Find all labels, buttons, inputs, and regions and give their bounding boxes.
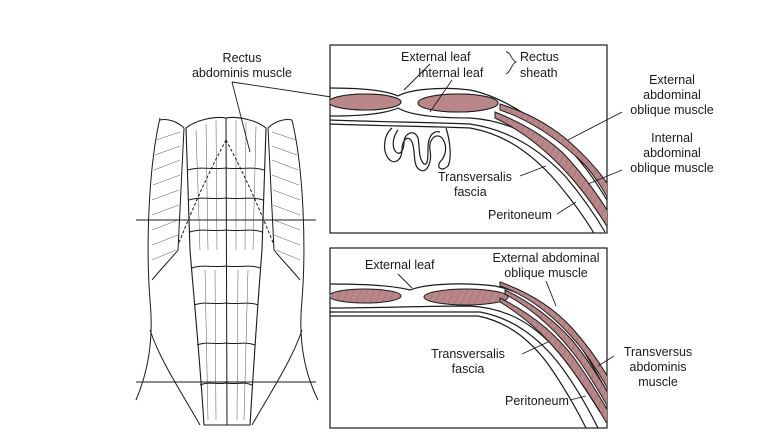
bottom-ext-oblique-label-2: oblique muscle — [504, 266, 587, 280]
top-int-oblique-label-3: oblique muscle — [630, 161, 713, 175]
bottom-transversus-label-3: muscle — [638, 375, 678, 389]
bottom-panel-cross-section — [330, 281, 607, 428]
torso-illustration — [135, 116, 319, 426]
top-panel-cross-section — [330, 87, 607, 233]
rectus-leader-line-2 — [231, 81, 339, 99]
rectus-abdominis-label-2: abdominis muscle — [192, 66, 292, 80]
bottom-transversus-leader — [597, 355, 615, 367]
top-int-oblique-leader — [587, 169, 623, 185]
top-ext-oblique-label-1: External — [649, 73, 695, 87]
top-transversalis-label-2: fascia — [454, 185, 487, 199]
bottom-transversalis-label-2: fascia — [452, 362, 485, 376]
rectus-sheath-label-2: sheath — [520, 66, 558, 80]
bottom-ext-oblique-leader — [545, 280, 557, 307]
top-ext-oblique-label-2: abdominal — [643, 88, 701, 102]
top-int-oblique-label-1: Internal — [651, 131, 693, 145]
top-peritoneum-label: Peritoneum — [488, 208, 552, 222]
top-peritoneum-leader — [556, 201, 577, 215]
bottom-external-leaf-leader — [397, 273, 413, 289]
top-internal-leaf-label: Internal leaf — [418, 66, 484, 80]
bottom-transversus-label-1: Transversus — [624, 345, 692, 359]
bottom-peritoneum-leader — [569, 395, 587, 401]
bottom-transversalis-label-1: Transversalis — [431, 347, 505, 361]
bottom-external-leaf-label: External leaf — [365, 258, 435, 272]
top-internal-leaf-leader — [429, 79, 453, 113]
bottom-ext-oblique-label-1: External abdominal — [492, 251, 599, 265]
rectus-abdominis-label-1: Rectus — [223, 51, 262, 65]
bottom-transversus-label-2: abdominis — [630, 360, 687, 374]
rectus-sheath-brace — [505, 51, 518, 75]
top-external-leaf-leader — [403, 63, 431, 91]
top-ext-oblique-leader — [567, 111, 623, 141]
top-external-leaf-label: External leaf — [401, 50, 471, 64]
top-transversalis-leader — [519, 165, 547, 177]
top-int-oblique-label-2: abdominal — [643, 146, 701, 160]
rectus-sheath-label-1: Rectus — [520, 50, 559, 64]
top-transversalis-label-1: Transversalis — [438, 170, 512, 184]
right-oblique-fibers — [271, 131, 301, 261]
left-oblique-fibers — [151, 131, 181, 261]
bottom-transversalis-leader — [521, 341, 549, 355]
rectus-leader-line — [231, 81, 251, 153]
bottom-peritoneum-label: Peritoneum — [505, 394, 569, 408]
rectus-fibers — [195, 119, 257, 421]
top-ext-oblique-label-3: oblique muscle — [630, 103, 713, 117]
